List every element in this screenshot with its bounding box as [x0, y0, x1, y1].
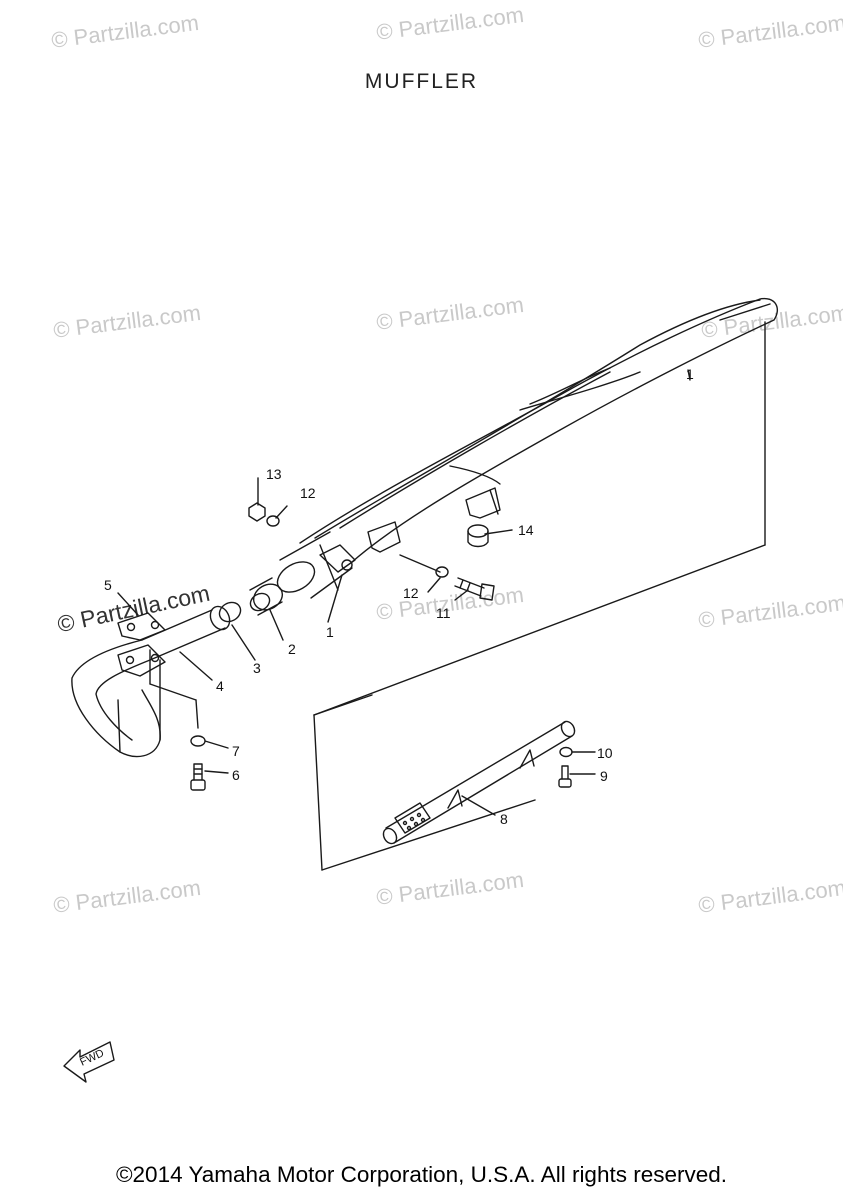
callout-8: 8 [500, 811, 508, 827]
callout-3: 3 [253, 660, 261, 676]
callout-7: 7 [232, 743, 240, 759]
screw-9 [558, 765, 572, 788]
callout-4: 4 [216, 678, 224, 694]
washer-12-upper [266, 515, 280, 527]
callout-1b: 1 [686, 366, 694, 382]
muffler-body [276, 297, 778, 599]
bolt-11 [454, 577, 495, 601]
callout-2: 2 [288, 641, 296, 657]
callout-12-upper: 12 [300, 485, 316, 501]
reference-frame [313, 321, 766, 871]
diagram-title: MUFFLER [364, 70, 479, 93]
baffle-tube [382, 720, 576, 845]
washer-12-lower [435, 566, 449, 578]
callout-12-lower: 12 [403, 585, 419, 601]
damper-14 [467, 524, 489, 548]
washer-7 [190, 735, 206, 747]
exhaust-joint [249, 577, 284, 616]
callout-13: 13 [266, 466, 282, 482]
callout-5: 5 [104, 577, 112, 593]
callout-14: 14 [518, 522, 534, 538]
exhaust-pipe [71, 605, 231, 758]
copyright-notice: ©2014 Yamaha Motor Corporation, U.S.A. A… [115, 1162, 728, 1187]
callout-6: 6 [232, 767, 240, 783]
flange-gasket [117, 612, 166, 641]
callout-9: 9 [600, 768, 608, 784]
gasket-ring [218, 601, 242, 623]
leader-lines [117, 477, 596, 816]
callout-1: 1 [326, 624, 334, 640]
nut-13 [248, 502, 266, 522]
bolt-6 [190, 763, 206, 791]
forward-direction-arrow [63, 1041, 115, 1083]
callout-10: 10 [597, 745, 613, 761]
callout-11: 11 [436, 605, 451, 621]
washer-10 [559, 746, 573, 758]
